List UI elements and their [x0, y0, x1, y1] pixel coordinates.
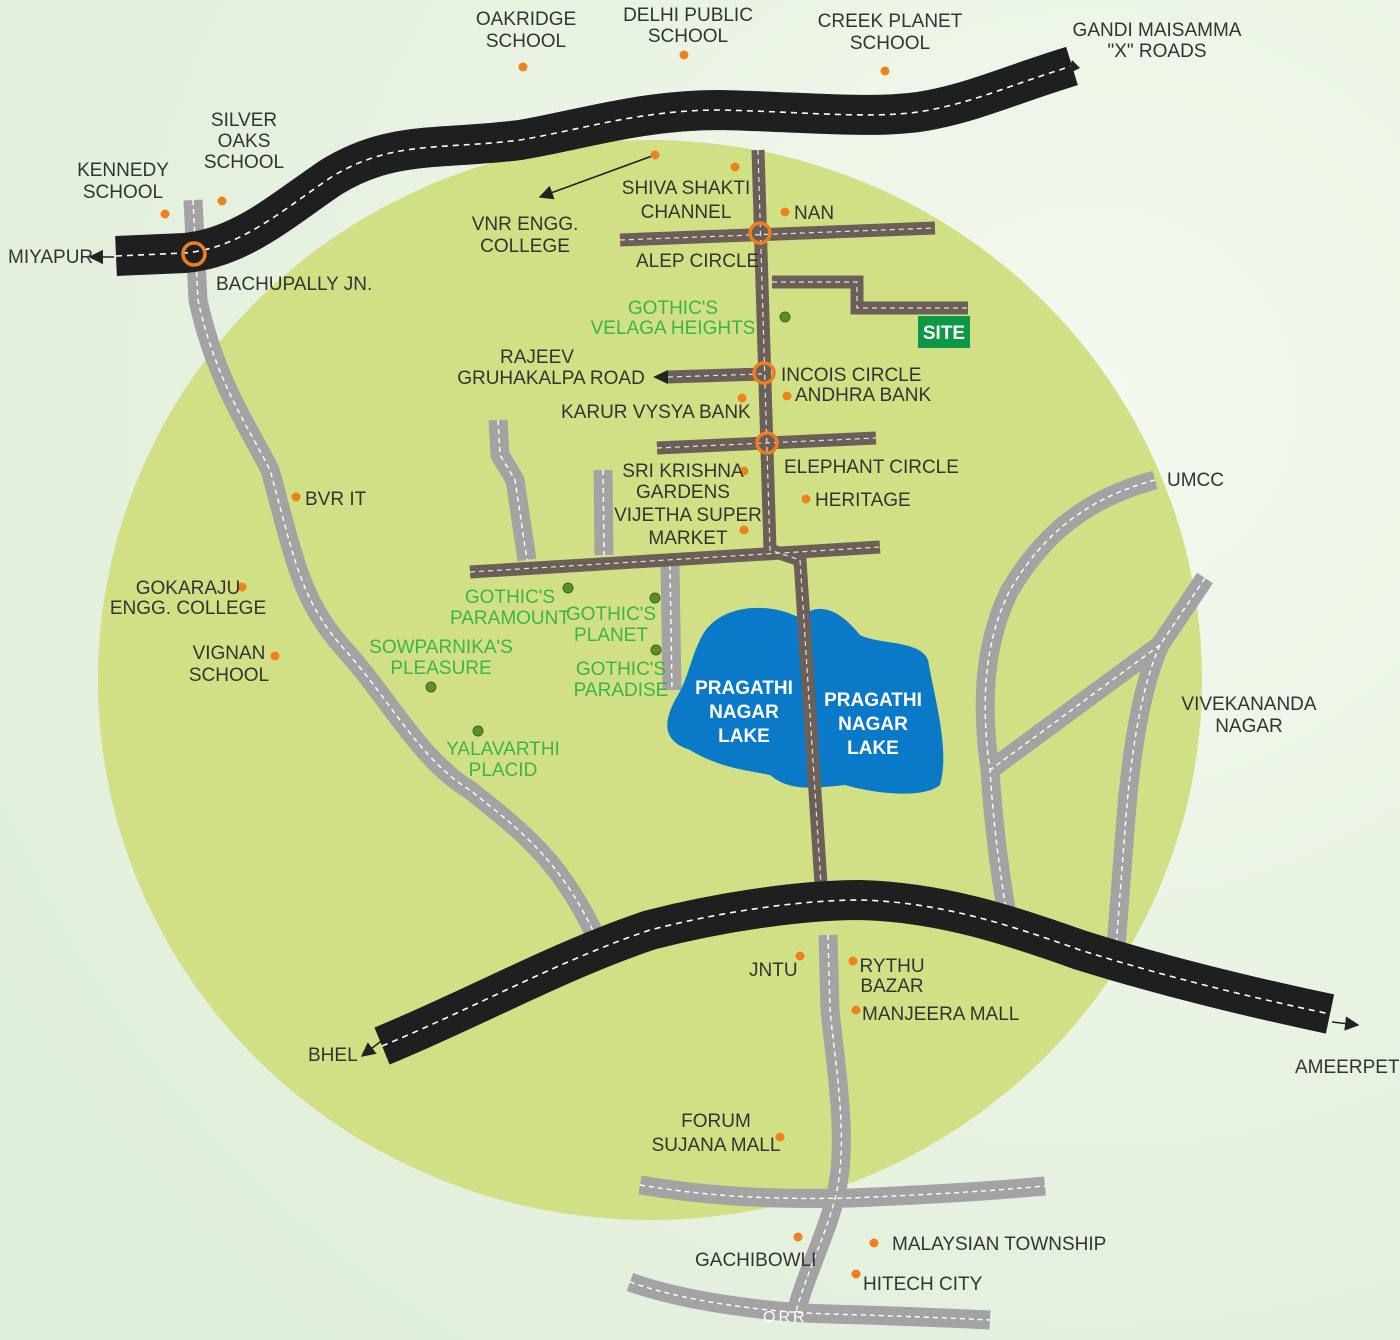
road-umcc — [975, 470, 1158, 937]
local-roads — [183, 199, 1213, 1330]
label-hitech: HITECH CITY — [863, 1274, 983, 1295]
junctions — [181, 221, 779, 455]
label-incois: INCOIS CIRCLE — [781, 365, 921, 386]
arrow-to-bhel — [360, 1037, 386, 1057]
dot-sri-krishna — [739, 466, 749, 476]
dot-velaga — [779, 311, 791, 323]
dot-dps — [679, 50, 689, 60]
label-elephant: ELEPHANT CIRCLE — [784, 457, 959, 478]
dot-shiva-shakti — [730, 162, 740, 172]
dot-jntu — [795, 951, 805, 961]
label-umcc: UMCC — [1167, 470, 1224, 491]
label-vnr: VNR ENGG.COLLEGE — [472, 214, 579, 257]
label-karur: KARUR VYSYA BANK — [561, 402, 751, 423]
label-ameerpet: AMEERPET — [1295, 1057, 1400, 1078]
dot-silver-oaks — [217, 196, 227, 206]
junction-alep — [748, 221, 772, 245]
dot-creek — [880, 66, 890, 76]
dot-vnr — [650, 150, 660, 160]
label-miyapur: MIYAPUR — [8, 247, 93, 268]
arrow-highway-north-end — [1068, 60, 1080, 74]
site-badge-box — [918, 316, 970, 348]
dot-karur — [737, 393, 747, 403]
label-alep-circle: ALEP CIRCLE — [636, 251, 759, 272]
highways — [115, 46, 1335, 1065]
junction-incois — [752, 361, 776, 385]
label-bhel: BHEL — [308, 1045, 358, 1066]
dot-manjeera — [851, 1005, 861, 1015]
dot-malaysian — [869, 1238, 879, 1248]
arterial-roads — [469, 149, 968, 901]
label-orr: ORR — [763, 1309, 808, 1326]
dot-hitech — [851, 1269, 861, 1279]
dot-kennedy — [160, 209, 170, 219]
dot-yalavarthi — [472, 725, 484, 737]
label-gachibowli: GACHIBOWLI — [695, 1250, 816, 1271]
label-malaysian: MALAYSIAN TOWNSHIP — [892, 1234, 1106, 1255]
dot-gokaraju — [237, 582, 247, 592]
label-gandi-maisamma: GANDI MAISAMMA"X" ROADS — [1073, 20, 1242, 62]
label-bvrit: BVR IT — [305, 489, 367, 510]
dot-paradise — [650, 644, 662, 656]
label-nan: NAN — [794, 203, 834, 224]
dot-bvrit — [291, 492, 301, 502]
arrow-to-vnr — [538, 155, 653, 200]
label-bachupally: BACHUPALLY JN. — [216, 274, 372, 295]
label-jntu: JNTU — [749, 960, 798, 981]
dot-heritage — [801, 494, 811, 504]
dot-vijetha — [739, 525, 749, 535]
direction-arrows — [88, 60, 1360, 1057]
dot-planet — [649, 592, 661, 604]
dot-oakridge — [518, 62, 528, 72]
dot-nan — [780, 207, 790, 217]
catchment-area-circle — [98, 140, 1202, 1220]
label-manjeera: MANJEERA MALL — [862, 1004, 1019, 1025]
dot-gachibowli — [793, 1232, 803, 1242]
junction-bachupally — [181, 241, 207, 267]
arrow-to-ameerpet — [1331, 1016, 1360, 1031]
site-badge: SITE — [918, 316, 970, 348]
road-inner-mid-spur — [593, 469, 614, 556]
site-label: SITE — [923, 323, 965, 344]
dot-andhra-bank — [782, 391, 792, 401]
junction-elephant — [755, 431, 779, 455]
label-heritage: HERITAGE — [815, 490, 911, 511]
project-dots — [425, 311, 791, 737]
landmark-dots — [160, 50, 890, 1279]
dot-vignan — [270, 651, 280, 661]
label-andhra-bank: ANDHRA BANK — [795, 385, 932, 406]
dot-rythu — [848, 956, 858, 966]
dot-forum — [775, 1132, 785, 1142]
dot-sowparnika — [425, 681, 437, 693]
dot-paramount — [562, 582, 574, 594]
arrow-rajeev-road — [653, 370, 668, 384]
